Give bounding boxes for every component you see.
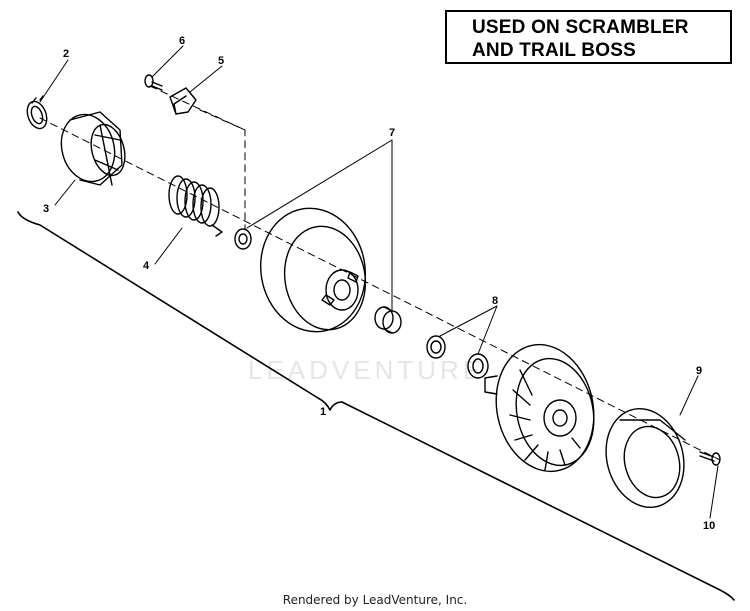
callout-7[interactable]: 7: [389, 127, 396, 139]
callout-3[interactable]: 3: [43, 203, 50, 215]
cover-part-9: [605, 408, 686, 508]
callout-10[interactable]: 10: [703, 520, 716, 532]
washer-part-8a: [426, 335, 446, 359]
fixed-sheave: [484, 343, 595, 473]
ramp-button-part-5: [169, 87, 197, 115]
explode-axis: [39, 117, 721, 461]
callout-8[interactable]: 8: [492, 295, 499, 307]
leader-lines: [39, 45, 719, 519]
cam-part-3: [60, 111, 126, 186]
screw-part-6: [144, 74, 163, 91]
moveable-sheave: [259, 207, 367, 333]
bushing-part-7b: [374, 306, 402, 334]
bolt-part-10: [699, 451, 721, 466]
explode-axis-leader: [199, 109, 246, 231]
footer-credit: Rendered by LeadVenture, Inc.: [282, 593, 468, 607]
callout-4[interactable]: 4: [143, 260, 150, 272]
bushing-part-7a: [234, 228, 252, 250]
snap-ring-part-2: [26, 95, 48, 130]
callout-1[interactable]: 1: [320, 406, 327, 418]
applicability-note: USED ON SCRAMBLER AND TRAIL BOSS: [445, 10, 732, 64]
callout-2[interactable]: 2: [63, 48, 70, 60]
callout-6[interactable]: 6: [179, 35, 186, 47]
explode-axis-secondary: [149, 85, 246, 131]
spring-part-4: [168, 175, 223, 237]
note-line-2: AND TRAIL BOSS: [472, 40, 636, 61]
assembly-bracket: [17, 211, 735, 601]
callout-5[interactable]: 5: [218, 55, 225, 67]
washer-part-8b: [467, 353, 489, 379]
callout-9[interactable]: 9: [696, 365, 703, 377]
watermark: LEADVENTURE: [248, 355, 485, 385]
note-line-1: USED ON SCRAMBLER: [472, 17, 689, 38]
